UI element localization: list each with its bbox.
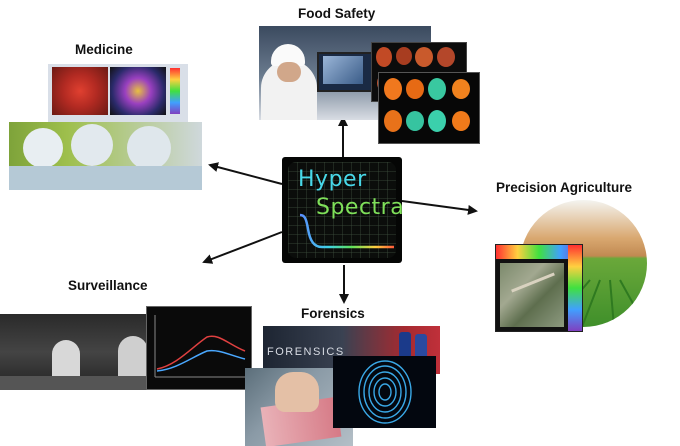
- spectral-profile-plot: [154, 315, 247, 378]
- surveillance-label: Surveillance: [68, 278, 148, 293]
- cube-spectral-side: [568, 245, 582, 331]
- arrow-to-precision-agriculture: [401, 200, 478, 215]
- hyperspectral-monitor: Hyper Spectral: [282, 157, 402, 263]
- arrow-to-medicine: [208, 162, 283, 185]
- food-hyperspectral-icon: [384, 78, 470, 132]
- surgeon-body: [9, 166, 202, 190]
- ground: [0, 376, 184, 390]
- surveillance-spectral-plot: [146, 306, 252, 390]
- forensics-banner-text: FORENSICS: [267, 346, 345, 358]
- surgeon-head: [23, 128, 63, 168]
- surgeon-head: [71, 124, 113, 166]
- lab-screen: [323, 56, 363, 84]
- fingerprint-icon: [358, 360, 412, 424]
- scan-panel-left: [52, 67, 108, 115]
- medicine-scan-image: [48, 64, 188, 124]
- food-sample-image-bottom: [378, 72, 480, 144]
- food-safety-label: Food Safety: [298, 6, 376, 21]
- hand: [275, 372, 319, 412]
- forensics-fingerprint-image: [333, 356, 436, 428]
- monitor-screen: [288, 162, 396, 258]
- medicine-surgery-photo: [9, 122, 202, 190]
- precision-agriculture-label: Precision Agriculture: [496, 180, 633, 195]
- cube-spectral-side: [496, 245, 582, 259]
- surgeon-head: [127, 126, 171, 170]
- medicine-label: Medicine: [75, 42, 133, 57]
- face: [277, 62, 301, 82]
- cube-aerial-face: [500, 263, 564, 327]
- scan-panel-right: [110, 67, 166, 115]
- forensics-label: Forensics: [301, 306, 365, 321]
- spectral-curve-icon: [299, 213, 394, 249]
- spectral-word: Spectral: [316, 195, 402, 220]
- hard-hat-icon: [271, 44, 305, 66]
- colorbar: [170, 68, 180, 114]
- hyper-word: Hyper: [298, 167, 367, 192]
- arrow-to-surveillance: [202, 231, 283, 264]
- hyperspectral-cube-image: [495, 244, 583, 332]
